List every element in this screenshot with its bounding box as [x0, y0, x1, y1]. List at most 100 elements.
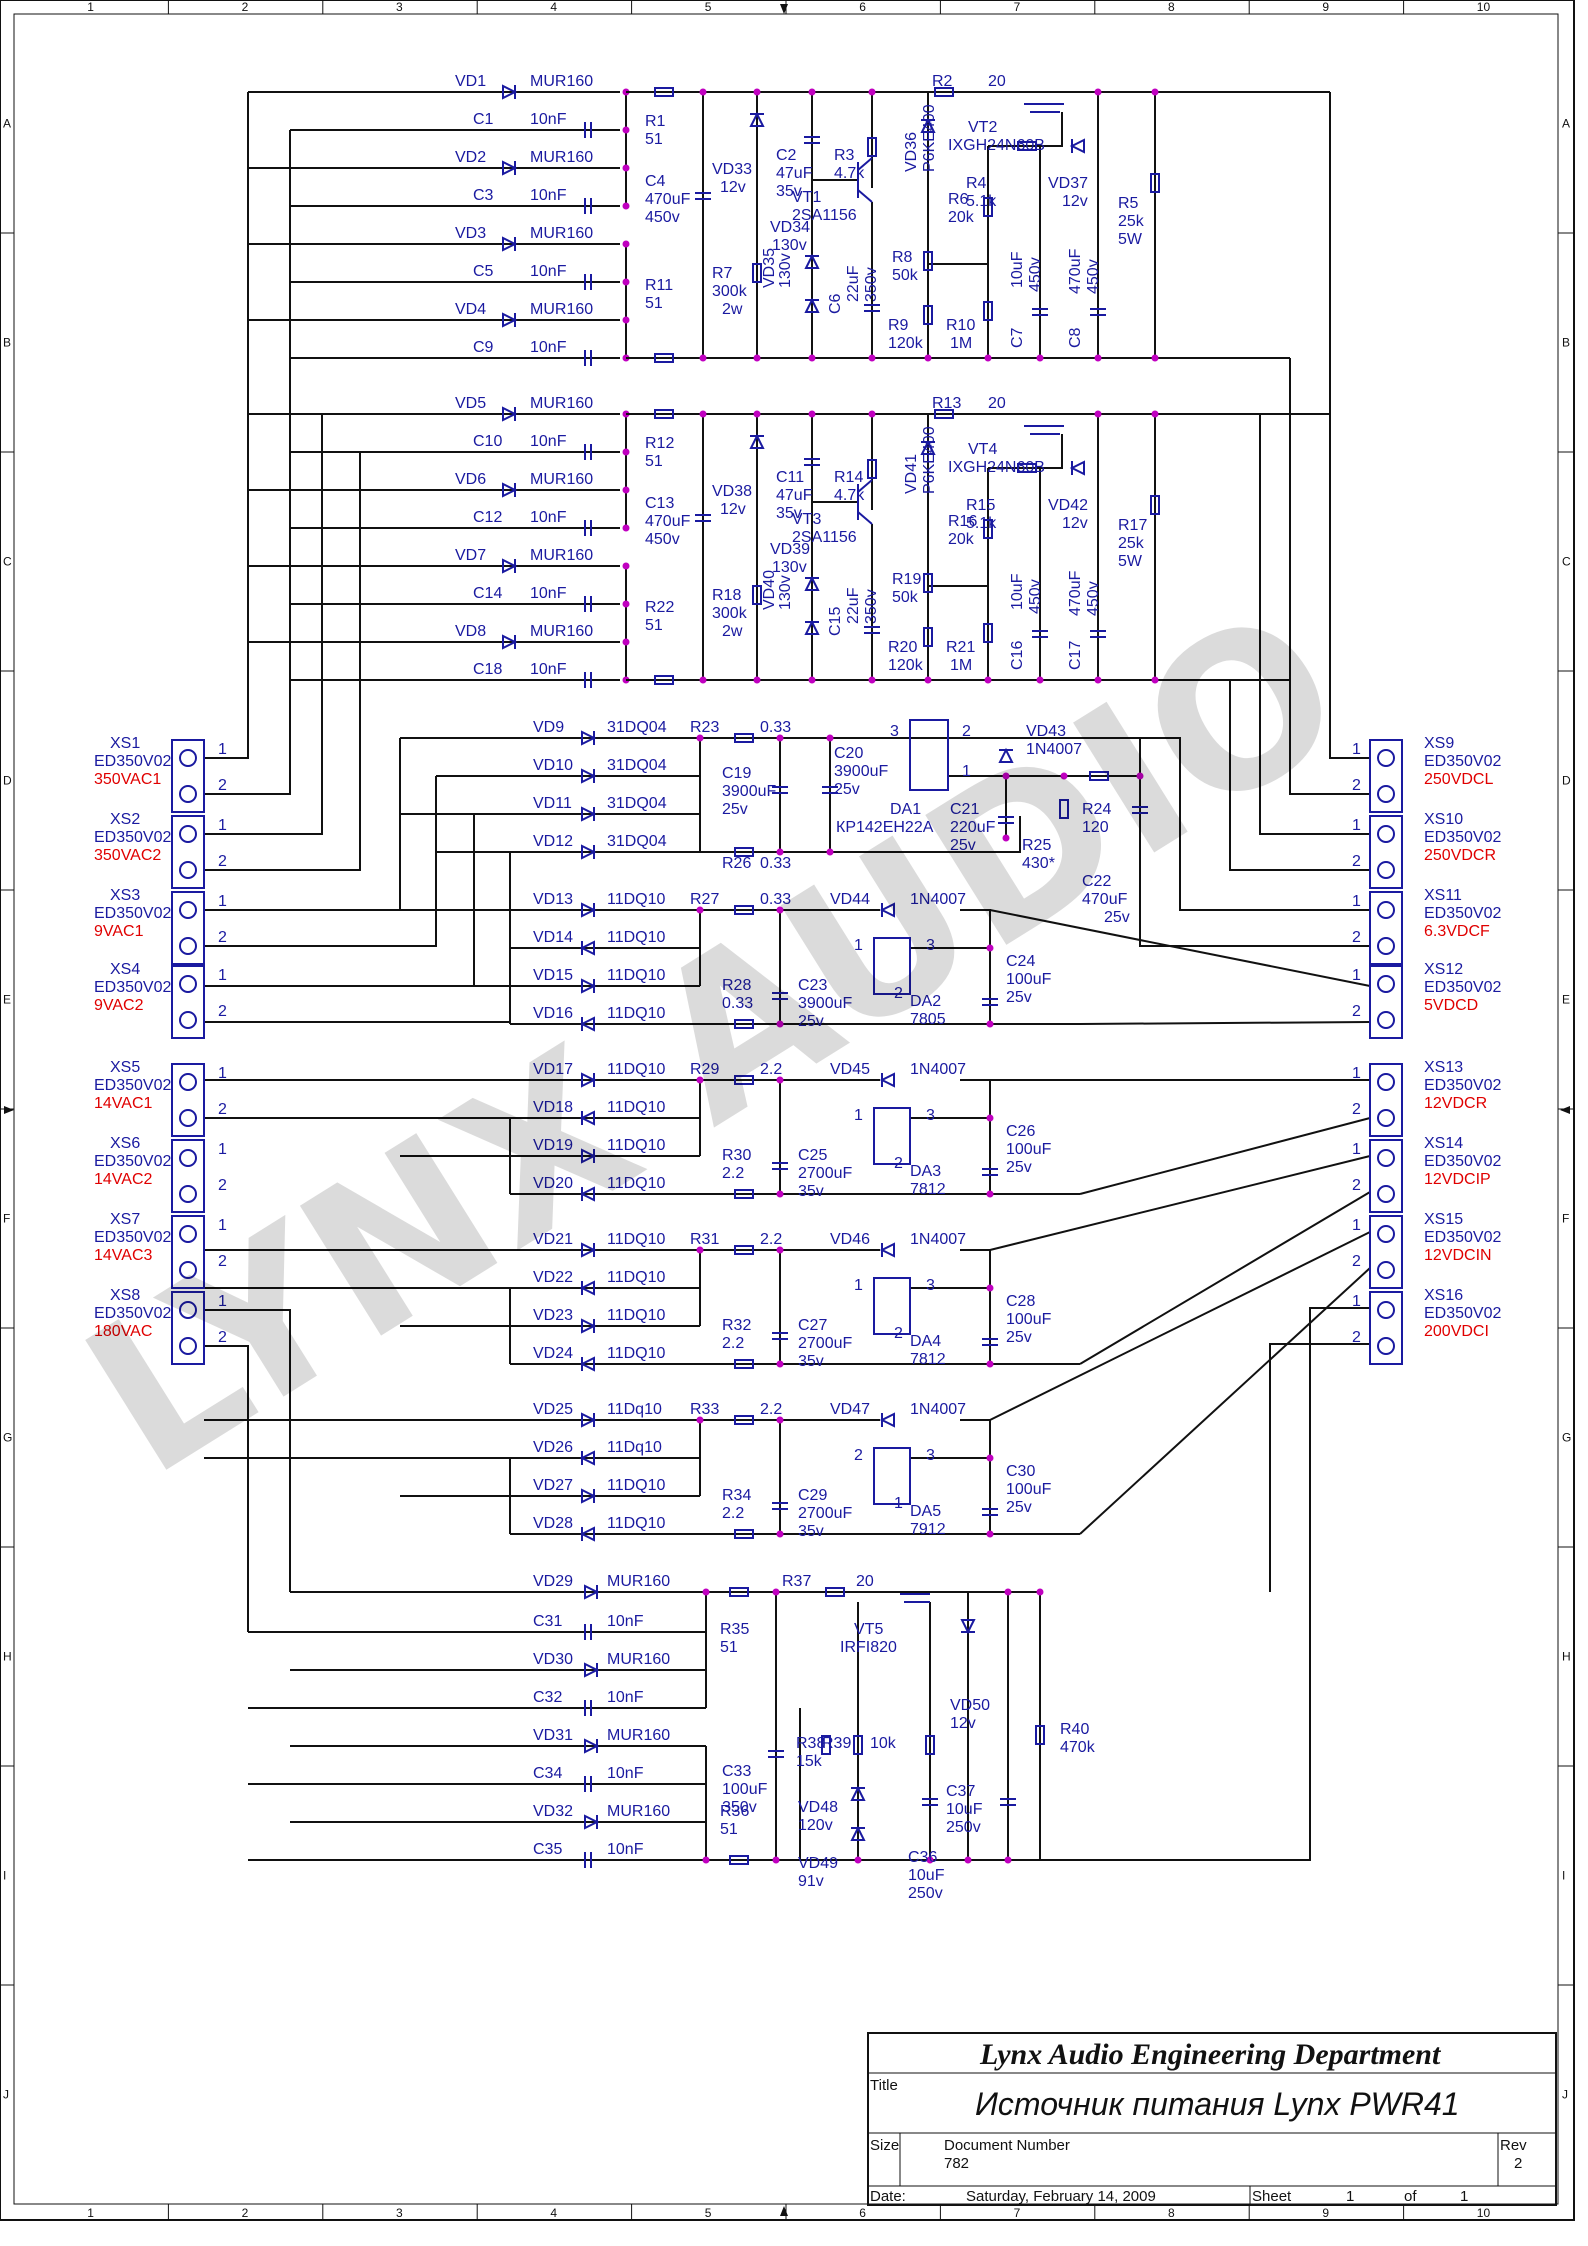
- connector-pin: [1377, 1261, 1395, 1279]
- resistor-symbol: [1035, 1725, 1045, 1745]
- grid-row-label: E: [1562, 993, 1570, 1007]
- label-da1v: КР142ЕН22А: [836, 819, 934, 836]
- resistor-symbol: [825, 1587, 845, 1597]
- connector-ref: XS13: [1424, 1059, 1463, 1076]
- junction-dot: [1002, 834, 1010, 842]
- label-c24v: 100uF: [1006, 971, 1052, 988]
- label-c2v: 47uF: [776, 165, 813, 182]
- label-r7: R7: [712, 265, 733, 282]
- label-c28u: 25v: [1006, 1329, 1032, 1346]
- label-nf_d: 10nF: [530, 339, 567, 356]
- label-mur_b: MUR160: [530, 149, 593, 166]
- label-vt2v: IXGH24N60B: [948, 137, 1045, 154]
- pin-number: 2: [218, 853, 227, 870]
- wire: [1079, 1021, 1371, 1025]
- label-r8: R8: [892, 249, 913, 266]
- label-c20: C20: [834, 745, 863, 762]
- connector-body: [1369, 1063, 1403, 1137]
- label-c10: C10: [473, 433, 502, 450]
- pin-number: 1: [218, 967, 227, 984]
- junction-dot: [696, 1416, 704, 1424]
- label-vd44v: 1N4007: [910, 891, 966, 908]
- label-r22v: 51: [645, 617, 663, 634]
- label-r19: R19: [892, 571, 921, 588]
- regulator-block: [873, 937, 911, 995]
- label-r27: R27: [690, 891, 719, 908]
- label-c24u: 25v: [1006, 989, 1032, 1006]
- label-vd37v: 12v: [1062, 193, 1088, 210]
- connector-signal: 5VDCD: [1424, 997, 1478, 1014]
- diode-symbol: [920, 439, 936, 455]
- connector-body: [1369, 965, 1403, 1039]
- label-r35v: 51: [720, 1639, 738, 1656]
- pin-number: 2: [218, 929, 227, 946]
- junction-dot: [696, 734, 704, 742]
- resistor-symbol: [923, 627, 933, 647]
- junction-dot: [696, 906, 704, 914]
- grid-col-label: 3: [396, 0, 403, 14]
- label-vd39v: 130v: [772, 559, 807, 576]
- label-vd43: VD43: [1026, 723, 1066, 740]
- junction-dot: [622, 638, 630, 646]
- label-da1: DA1: [890, 801, 921, 818]
- label-r34: R34: [722, 1487, 751, 1504]
- label-p2b: 2: [894, 985, 903, 1002]
- grid-row-label: E: [3, 993, 11, 1007]
- label-vd23: VD23: [533, 1307, 573, 1324]
- diode-symbol: [584, 1584, 600, 1600]
- label-r36: R36: [720, 1803, 749, 1820]
- label-mur_j: MUR160: [607, 1651, 670, 1668]
- title-label: Title: [870, 2077, 898, 2094]
- label-vd26: VD26: [533, 1439, 573, 1456]
- label-r9: R9: [888, 317, 909, 334]
- connector-signal: 180VAC: [94, 1323, 152, 1340]
- label-r16v: 20k: [948, 531, 975, 548]
- connector-part: ED350V02: [94, 1305, 171, 1322]
- label-dq_b: 31DQ04: [607, 757, 667, 774]
- label-c26u: 25v: [1006, 1159, 1032, 1176]
- resistor-symbol: [734, 1019, 754, 1029]
- grid-col-label: 4: [550, 0, 557, 14]
- connector-signal: 12VDCR: [1424, 1095, 1487, 1112]
- junction-dot: [1002, 772, 1010, 780]
- label-vd8: VD8: [455, 623, 486, 640]
- grid-row-label: D: [3, 774, 12, 788]
- resistor-symbol: [867, 137, 877, 157]
- resistor-symbol: [1150, 495, 1160, 515]
- wire: [204, 92, 249, 759]
- diode-symbol: [579, 1186, 595, 1202]
- label-c15u: 350v: [863, 589, 880, 624]
- label-p3b: 3: [926, 937, 935, 954]
- diode-symbol: [581, 844, 597, 860]
- connector-pin: [1377, 1225, 1395, 1243]
- connector-pin: [179, 975, 197, 993]
- label-c4: C4: [645, 173, 666, 190]
- label-p1a: 1: [962, 763, 971, 780]
- junction-dot: [984, 354, 992, 362]
- junction-dot: [776, 1190, 784, 1198]
- connector-pin: [179, 861, 197, 879]
- label-r9v: 120k: [888, 335, 924, 352]
- connector-part: ED350V02: [1424, 1077, 1501, 1094]
- label-dq_l: 11DQ10: [607, 1175, 666, 1192]
- label-dq_m: 11DQ10: [607, 1231, 666, 1248]
- wire: [989, 909, 1371, 987]
- label-dq_a: 31DQ04: [607, 719, 667, 736]
- sheet-number: 1: [1346, 2188, 1354, 2205]
- label-r33v: 2.2: [760, 1401, 782, 1418]
- label-mur_k: MUR160: [607, 1727, 670, 1744]
- label-r12v: 51: [645, 453, 663, 470]
- label-c17v: 470uF: [1067, 570, 1084, 616]
- label-vd38v: 12v: [720, 501, 746, 518]
- label-dq_e: 11DQ10: [607, 891, 666, 908]
- label-c16u: 450v: [1027, 579, 1044, 614]
- wire: [204, 1345, 249, 1632]
- sheet-total: 1: [1460, 2188, 1468, 2205]
- grid-col-label: 5: [705, 2206, 712, 2220]
- grid-row-label: D: [1562, 774, 1571, 788]
- label-vt1v: 2SA1156: [792, 207, 857, 224]
- connector-body: [171, 1215, 205, 1289]
